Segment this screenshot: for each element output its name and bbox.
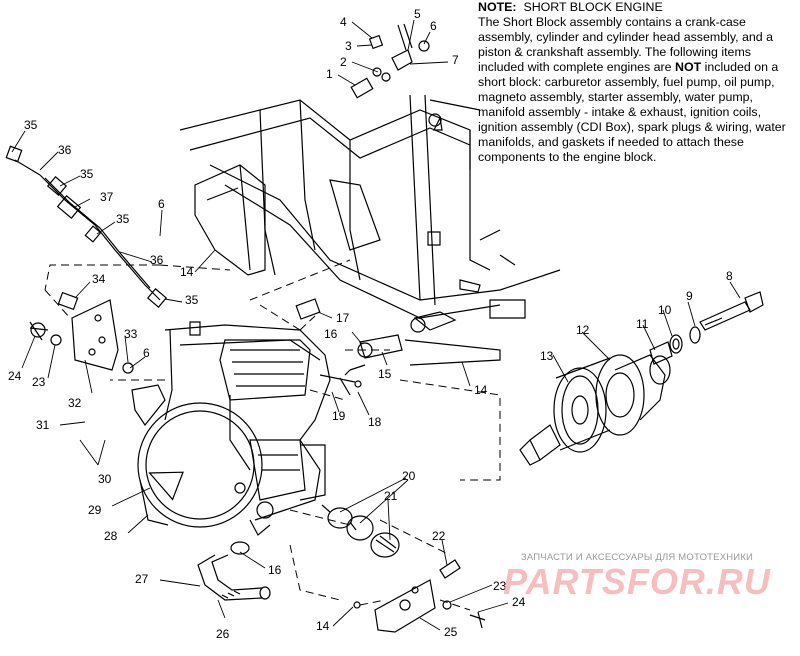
callout-16: 16	[268, 563, 282, 577]
callout-6: 6	[430, 19, 437, 33]
callout-leaders	[11, 19, 741, 631]
callout-6: 6	[143, 346, 150, 360]
top-fasteners	[350, 23, 430, 99]
callout-11: 11	[636, 317, 649, 331]
callout-14: 14	[316, 619, 330, 633]
callout-8: 8	[726, 269, 733, 283]
callout-6: 6	[158, 197, 165, 211]
callout-20: 20	[402, 469, 416, 483]
callout-37: 37	[100, 190, 114, 204]
callout-9: 9	[686, 289, 693, 303]
callout-21: 21	[384, 489, 398, 503]
callout-23: 23	[493, 579, 507, 593]
callout-22: 22	[432, 529, 446, 543]
note-line2-post: included on a short block: carburetor as…	[478, 60, 786, 164]
callout-30: 30	[98, 472, 112, 486]
water-hose	[197, 541, 271, 601]
callout-1: 1	[326, 67, 333, 81]
callout-15: 15	[378, 367, 392, 381]
callout-35: 35	[24, 118, 38, 132]
frame-bracket	[194, 164, 266, 276]
pulley-bolt	[649, 291, 764, 365]
callout-24: 24	[512, 595, 526, 609]
callout-13: 13	[540, 349, 554, 363]
note-line2-bold: NOT	[675, 60, 702, 74]
callout-34: 34	[92, 272, 106, 286]
fuel-pump-parts	[295, 298, 403, 359]
note-heading-line: NOTE: SHORT BLOCK ENGINE	[478, 0, 796, 15]
note-line1: The Short Block assembly contains a cran…	[478, 15, 774, 59]
callout-19: 19	[332, 409, 346, 423]
callout-26: 26	[216, 627, 230, 641]
leader-lines	[44, 259, 501, 611]
callout-32: 32	[68, 396, 82, 410]
callout-14: 14	[474, 383, 488, 397]
callout-27: 27	[135, 572, 149, 586]
callout-35: 35	[185, 293, 199, 307]
callout-18: 18	[368, 415, 382, 429]
callout-7: 7	[452, 53, 459, 67]
watermark-logo: PARTSFOR.RU	[503, 561, 771, 602]
callout-35: 35	[80, 167, 94, 181]
callout-36: 36	[58, 143, 72, 157]
callout-10: 10	[658, 303, 672, 317]
engine-block	[131, 321, 366, 536]
watermark: ЗАПЧАСТИ И АКСЕССУАРЫ ДЛЯ МОТОТЕХНИКИ PA…	[478, 552, 796, 603]
callout-17: 17	[336, 311, 350, 325]
callout-14: 14	[180, 265, 194, 279]
note-line2-pre: The following items included with comple…	[478, 45, 751, 74]
callout-3: 3	[345, 39, 352, 53]
callout-4: 4	[340, 15, 347, 29]
callout-36: 36	[150, 253, 164, 267]
callout-24: 24	[8, 369, 22, 383]
engine-mount-bracket-left	[29, 291, 134, 374]
callout-12: 12	[576, 323, 590, 337]
throttle-cable	[5, 145, 168, 308]
short-block-note: NOTE: SHORT BLOCK ENGINE The Short Block…	[478, 0, 796, 165]
callout-2: 2	[340, 55, 347, 69]
note-label: NOTE:	[478, 0, 517, 14]
callout-numbers: 1 2 3 4 5 6 7 35 36 35 37 35 6 36 14 35 …	[8, 7, 733, 641]
bushings	[321, 504, 400, 558]
callout-5: 5	[414, 7, 421, 21]
callout-31: 31	[36, 418, 50, 432]
callout-23: 23	[32, 375, 46, 389]
note-heading: SHORT BLOCK ENGINE	[523, 0, 663, 14]
callout-35: 35	[116, 212, 130, 226]
drive-pulley	[519, 354, 671, 466]
callout-33: 33	[124, 327, 138, 341]
callout-25: 25	[444, 625, 458, 639]
callout-28: 28	[104, 529, 118, 543]
watermark-tagline: ЗАПЧАСТИ И АКСЕССУАРЫ ДЛЯ МОТОТЕХНИКИ	[520, 552, 754, 563]
engine-mount-bracket-right	[353, 559, 486, 633]
callout-29: 29	[88, 503, 102, 517]
callout-16: 16	[324, 327, 338, 341]
